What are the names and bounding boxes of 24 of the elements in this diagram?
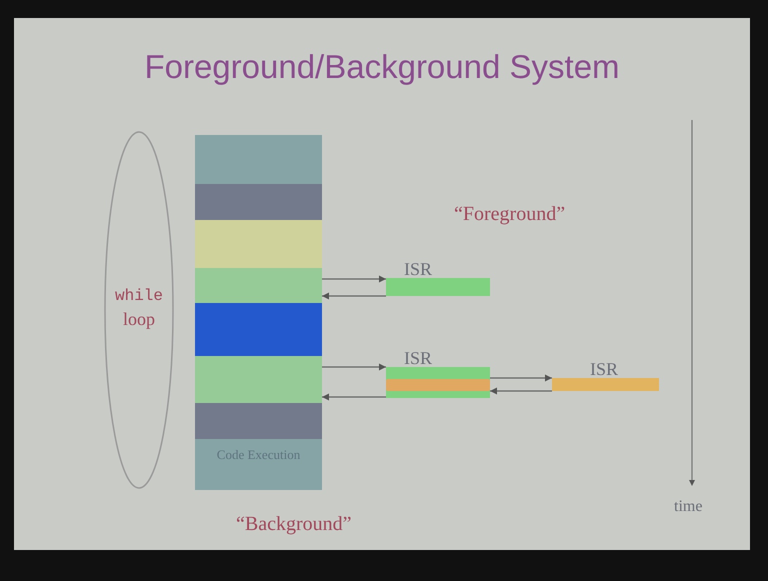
isr-label: ISR (402, 259, 433, 280)
arrow (322, 292, 386, 300)
loop-label: while loop (114, 286, 164, 331)
code-block (195, 184, 322, 220)
code-block (195, 135, 322, 184)
code-block (195, 303, 322, 356)
loop-ellipse (104, 131, 174, 489)
arrow (490, 374, 552, 382)
code-block (195, 268, 322, 303)
arrow (322, 363, 386, 371)
code-block (195, 403, 322, 439)
isr-label: ISR (402, 348, 433, 369)
isr-label: ISR (588, 359, 619, 380)
arrow (322, 275, 386, 283)
arrow (490, 387, 552, 395)
background-label: “Background” (236, 513, 352, 536)
arrow (322, 393, 386, 401)
foreground-label: “Foreground” (454, 203, 566, 226)
slide-title: Foreground/Background System (143, 48, 621, 86)
code-block (195, 356, 322, 403)
code-block (195, 439, 322, 490)
code-block (195, 220, 322, 268)
isr-bar (386, 379, 490, 391)
time-label: time (674, 498, 702, 516)
